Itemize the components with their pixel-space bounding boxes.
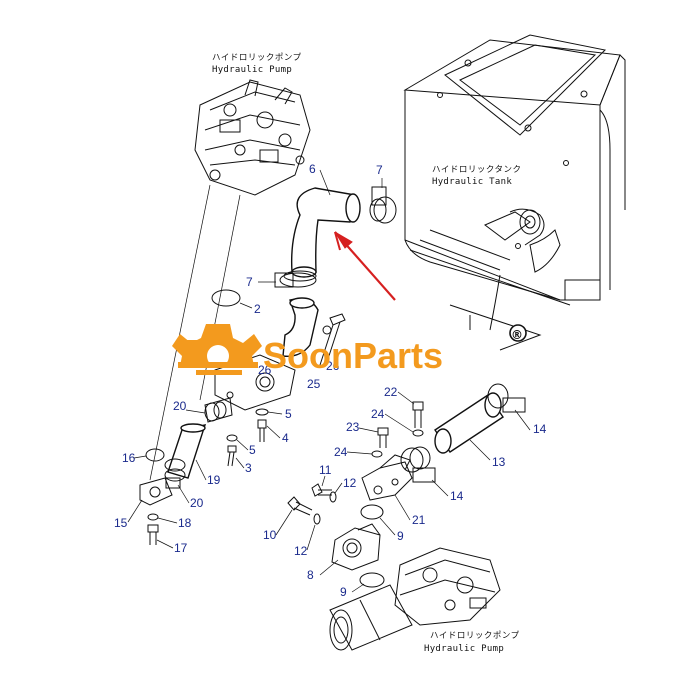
bolt-23 — [377, 427, 389, 448]
hose-25 — [282, 297, 319, 357]
hydraulic-pump-top — [194, 79, 311, 196]
brand-name: SoonParts — [263, 335, 443, 376]
o-ring-9-upper — [360, 504, 384, 520]
callout-11: 11 — [319, 463, 332, 477]
bolt-26-upper — [319, 313, 346, 366]
hose-13 — [434, 392, 504, 454]
callout-22: 22 — [384, 385, 398, 399]
callout-5: 5 — [285, 407, 292, 421]
callout-24: 24 — [371, 407, 385, 421]
callout-21: 21 — [412, 513, 426, 527]
hose-19 — [167, 423, 207, 479]
gear-logo-icon — [172, 324, 262, 375]
registered-mark: ® — [511, 328, 523, 342]
callout-25: 25 — [307, 377, 321, 391]
callout-26: 26 — [326, 359, 340, 373]
o-ring-9-lower — [359, 572, 385, 588]
elbow-20-upper — [204, 397, 233, 423]
callout-9: 9 — [397, 529, 404, 543]
callout-18: 18 — [178, 516, 192, 530]
callout-10: 10 — [263, 528, 277, 542]
washer-24-upper — [412, 429, 424, 437]
bolt-3 — [227, 445, 237, 467]
clamp-14-upper — [487, 383, 526, 413]
bolt-11 — [311, 483, 332, 497]
washer-12-lower — [313, 513, 321, 525]
callout-8: 8 — [307, 568, 314, 582]
label-pump-top: ハイドロリックポンプ Hydraulic Pump — [212, 53, 302, 75]
washer-24-lower — [371, 450, 383, 458]
callout-16: 16 — [122, 451, 136, 465]
label-pump-top-jp: ハイドロリックポンプ — [212, 53, 302, 63]
callout-4: 4 — [282, 431, 289, 445]
clamp-7-middle — [258, 270, 317, 288]
callout-20: 20 — [190, 496, 204, 510]
hydraulic-pump-bottom — [329, 547, 501, 651]
callout-12: 12 — [343, 476, 357, 490]
clamp-20-lower — [164, 458, 186, 489]
callout-7: 7 — [246, 275, 253, 289]
callout-19: 19 — [207, 473, 221, 487]
fitting-15 — [139, 477, 173, 506]
washer-18 — [147, 513, 159, 521]
callout-7: 7 — [376, 163, 383, 177]
clamp-14-lower — [400, 446, 436, 483]
label-pump-bottom-jp: ハイドロリックポンプ — [430, 631, 520, 641]
pointer-arrow — [334, 231, 396, 301]
callout-26: 26 — [258, 363, 272, 377]
bolt-22 — [412, 401, 424, 428]
callout-leaders — [127, 391, 531, 593]
washer-5-lower — [226, 434, 238, 442]
callout-6: 6 — [309, 162, 316, 176]
callout-23: 23 — [346, 420, 360, 434]
callout-17: 17 — [174, 541, 188, 555]
label-tank: ハイドロリックタンク Hydraulic Tank — [432, 165, 522, 187]
label-tank-en: Hydraulic Tank — [432, 177, 512, 187]
flange-21 — [361, 454, 413, 501]
callout-24: 24 — [334, 445, 348, 459]
label-pump-bottom-en: Hydraulic Pump — [424, 644, 504, 654]
callout-15: 15 — [114, 516, 128, 530]
label-tank-jp: ハイドロリックタンク — [432, 165, 522, 175]
bolt-17 — [147, 524, 159, 545]
bolt-10 — [287, 496, 313, 516]
washer-5-upper — [255, 408, 269, 416]
callout-14: 14 — [533, 422, 547, 436]
callout-2: 2 — [254, 302, 261, 316]
flange-8 — [331, 523, 381, 571]
label-pump-top-en: Hydraulic Pump — [212, 65, 292, 75]
callout-5: 5 — [249, 443, 256, 457]
callout-13: 13 — [492, 455, 506, 469]
callouts: 6 7 7 2 25 26 26 20 5 4 5 3 19 16 20 15 … — [114, 162, 547, 599]
o-ring-16 — [145, 448, 165, 462]
o-ring-2 — [211, 289, 241, 307]
callout-3: 3 — [245, 461, 252, 475]
bolt-4 — [257, 419, 267, 442]
label-pump-bottom: ハイドロリックポンプ Hydraulic Pump — [424, 631, 520, 654]
callout-12: 12 — [294, 544, 308, 558]
brand-logo: SoonParts ® — [172, 324, 527, 376]
hose-6 — [290, 169, 361, 278]
callout-14: 14 — [450, 489, 464, 503]
hydraulic-tank — [403, 34, 626, 351]
clamp-7-upper — [369, 178, 397, 224]
callout-20: 20 — [173, 399, 187, 413]
washer-12-upper — [329, 491, 337, 503]
callout-9: 9 — [340, 585, 347, 599]
